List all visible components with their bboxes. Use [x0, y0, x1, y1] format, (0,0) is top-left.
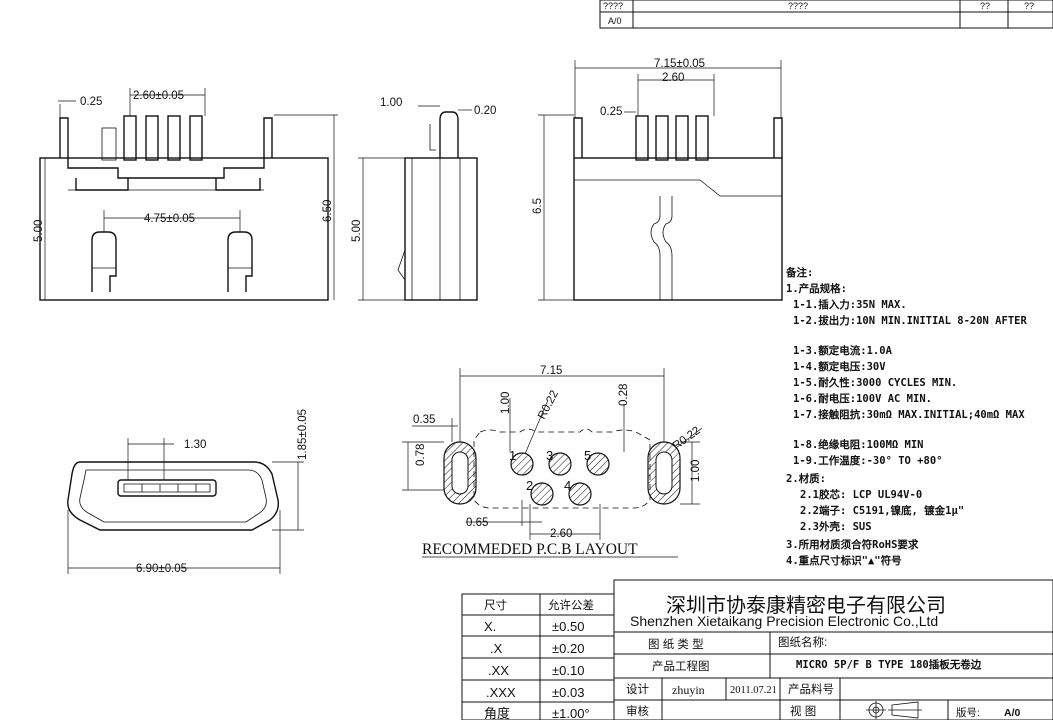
front-view: 0.25 2.60±0.05 4.75±0.05 5.00 6.50 — [33, 88, 338, 301]
drawing-type-value: 产品工程图 — [652, 659, 710, 673]
side-dim-0.20: 0.20 — [474, 105, 496, 117]
note-1-6: 1-6.耐电压:100V AC MIN. — [793, 392, 932, 405]
pcb-dim-0.65: 0.65 — [466, 517, 488, 529]
design-date: 2011.07.21 — [730, 685, 777, 696]
note-3: 3.所用材质须合符RoHS要求 — [786, 538, 919, 551]
pcb-dim-r0.22a: R0.22 — [536, 389, 561, 422]
bottom-view: 1.30 1.85±0.05 6.90±0.05 — [67, 409, 309, 575]
pad-3-label: 3 — [546, 448, 553, 463]
drawing-type-label: 图 纸 类 型 — [648, 637, 704, 651]
tol-row-2-value: ±0.20 — [552, 641, 584, 656]
spec-notes: 备注: 1.产品规格: 1-1.插入力:35N MAX. 1-2.拔出力:10N… — [785, 266, 1027, 567]
rev-cell-3: ?? — [980, 1, 990, 11]
version-value: A/0 — [1004, 707, 1021, 719]
side-view: 1.00 0.20 5.00 — [351, 97, 496, 301]
pcb-layout: 1 2 3 4 5 7.15 0.35 1.00 R0.22 0.28 R0.2… — [402, 365, 703, 558]
pcb-dim-0.28: 0.28 — [618, 384, 630, 406]
design-label: 设计 — [626, 683, 649, 696]
note-1-2: 1-2.拔出力:10N MIN.INITIAL 8-20N AFTER — [793, 314, 1027, 327]
revision-block: ???? ???? ?? ?? A/0 — [599, 0, 1053, 29]
tol-row-1-size: X. — [484, 619, 496, 634]
title-block: 深圳市协泰康精密电子有限公司 Shenzhen Xietaikang Preci… — [613, 579, 1053, 720]
tol-row-4-size: .XXX — [486, 685, 516, 700]
rear-dim-7.15: 7.15±0.05 — [654, 58, 705, 70]
rear-view: 7.15±0.05 2.60 0.25 6.5 — [532, 58, 783, 301]
pcb-dim-1.00a: 1.00 — [500, 392, 512, 414]
rear-dim-2.60: 2.60 — [662, 72, 684, 84]
tol-header-tolerance: 允许公差 — [548, 598, 594, 612]
version-label: 版号: — [956, 706, 980, 719]
note-2-3: 2.3外壳: SUS — [800, 520, 872, 533]
review-label: 审核 — [626, 704, 649, 718]
drawing-name-label: 图纸名称: — [778, 635, 827, 649]
note-1-7: 1-7.接触阻抗:30mΩ MAX.INITIAL;40mΩ MAX — [793, 408, 1025, 421]
rev-cell-1: ???? — [603, 1, 623, 11]
note-1-5: 1-5.耐久性:3000 CYCLES MIN. — [793, 376, 957, 389]
pad-1-label: 1 — [509, 448, 516, 463]
note-2-1: 2.1胶芯: LCP UL94V-0 — [800, 488, 922, 501]
front-dim-0.25: 0.25 — [80, 96, 102, 108]
view-label: 视 图 — [790, 704, 816, 718]
front-dim-4.75: 4.75±0.05 — [144, 213, 195, 225]
rev-version: A/0 — [608, 16, 622, 26]
pcb-dim-7.15: 7.15 — [540, 365, 562, 377]
bottom-dim-6.90: 6.90±0.05 — [136, 563, 187, 575]
front-dim-5.00: 5.00 — [33, 220, 45, 242]
tol-row-3-size: .XX — [488, 663, 509, 678]
pcb-dim-2.60: 2.60 — [550, 528, 572, 540]
tolerance-table: 尺寸 允许公差 X. ±0.50 .X ±0.20 .XX ±0.10 .XXX… — [461, 593, 615, 720]
tol-row-3-value: ±0.10 — [552, 663, 584, 678]
bottom-dim-1.85: 1.85±0.05 — [297, 409, 309, 460]
note-2-2: 2.2端子: C5191,镍底, 镀金1μ" — [800, 504, 964, 517]
front-dim-2.60: 2.60±0.05 — [133, 90, 184, 102]
side-dim-1.00: 1.00 — [380, 97, 402, 109]
company-name-en: Shenzhen Xietaikang Precision Electronic… — [630, 613, 938, 629]
tol-row-5-size: 角度 — [484, 706, 510, 720]
designer-name: zhuyin — [672, 683, 705, 697]
pcb-layout-title: RECOMMEDED P.C.B LAYOUT — [422, 541, 638, 558]
note-1-8: 1-8.绝缘电阻:100MΩ MIN — [793, 438, 924, 451]
tol-row-5-value: ±1.00° — [552, 706, 590, 720]
note-1-3: 1-3.额定电流:1.0A — [793, 344, 893, 357]
pcb-dim-0.78: 0.78 — [415, 444, 427, 466]
pcb-dim-0.35: 0.35 — [413, 414, 435, 426]
rear-dim-0.25: 0.25 — [600, 106, 622, 118]
rear-dim-6.5: 6.5 — [532, 198, 544, 214]
notes-title: 备注: — [785, 266, 813, 279]
part-number-label: 产品料号 — [788, 682, 834, 696]
note-1: 1.产品规格: — [786, 282, 847, 295]
front-dim-6.50: 6.50 — [322, 200, 334, 222]
rev-cell-2: ???? — [788, 1, 808, 11]
tol-header-size: 尺寸 — [484, 598, 507, 612]
tol-row-2-size: .X — [490, 641, 503, 656]
note-2: 2.材质: — [786, 472, 826, 485]
tol-row-4-value: ±0.03 — [552, 685, 584, 700]
company-name-cn: 深圳市协泰康精密电子有限公司 — [666, 594, 946, 617]
pad-2-label: 2 — [526, 478, 533, 493]
note-1-9: 1-9.工作温度:-30° TO +80° — [793, 454, 942, 467]
note-1-4: 1-4.额定电压:30V — [793, 360, 886, 373]
pcb-dim-1.00b: 1.00 — [690, 460, 702, 482]
tol-row-1-value: ±0.50 — [552, 619, 584, 634]
pcb-dim-r0.22b: R0.22 — [671, 425, 703, 453]
rev-cell-4: ?? — [1024, 1, 1034, 11]
note-4: 4.重点尺寸标识"▲"符号 — [786, 554, 902, 567]
drawing-name-value: MICRO 5P/F B TYPE 180插板无卷边 — [796, 658, 982, 671]
note-1-1: 1-1.插入力:35N MAX. — [793, 298, 907, 311]
bottom-dim-1.30: 1.30 — [184, 439, 206, 451]
pad-4-label: 4 — [564, 478, 571, 493]
pad-5-label: 5 — [584, 448, 591, 463]
projection-symbol-icon — [866, 701, 922, 719]
side-dim-5.00: 5.00 — [351, 220, 363, 242]
